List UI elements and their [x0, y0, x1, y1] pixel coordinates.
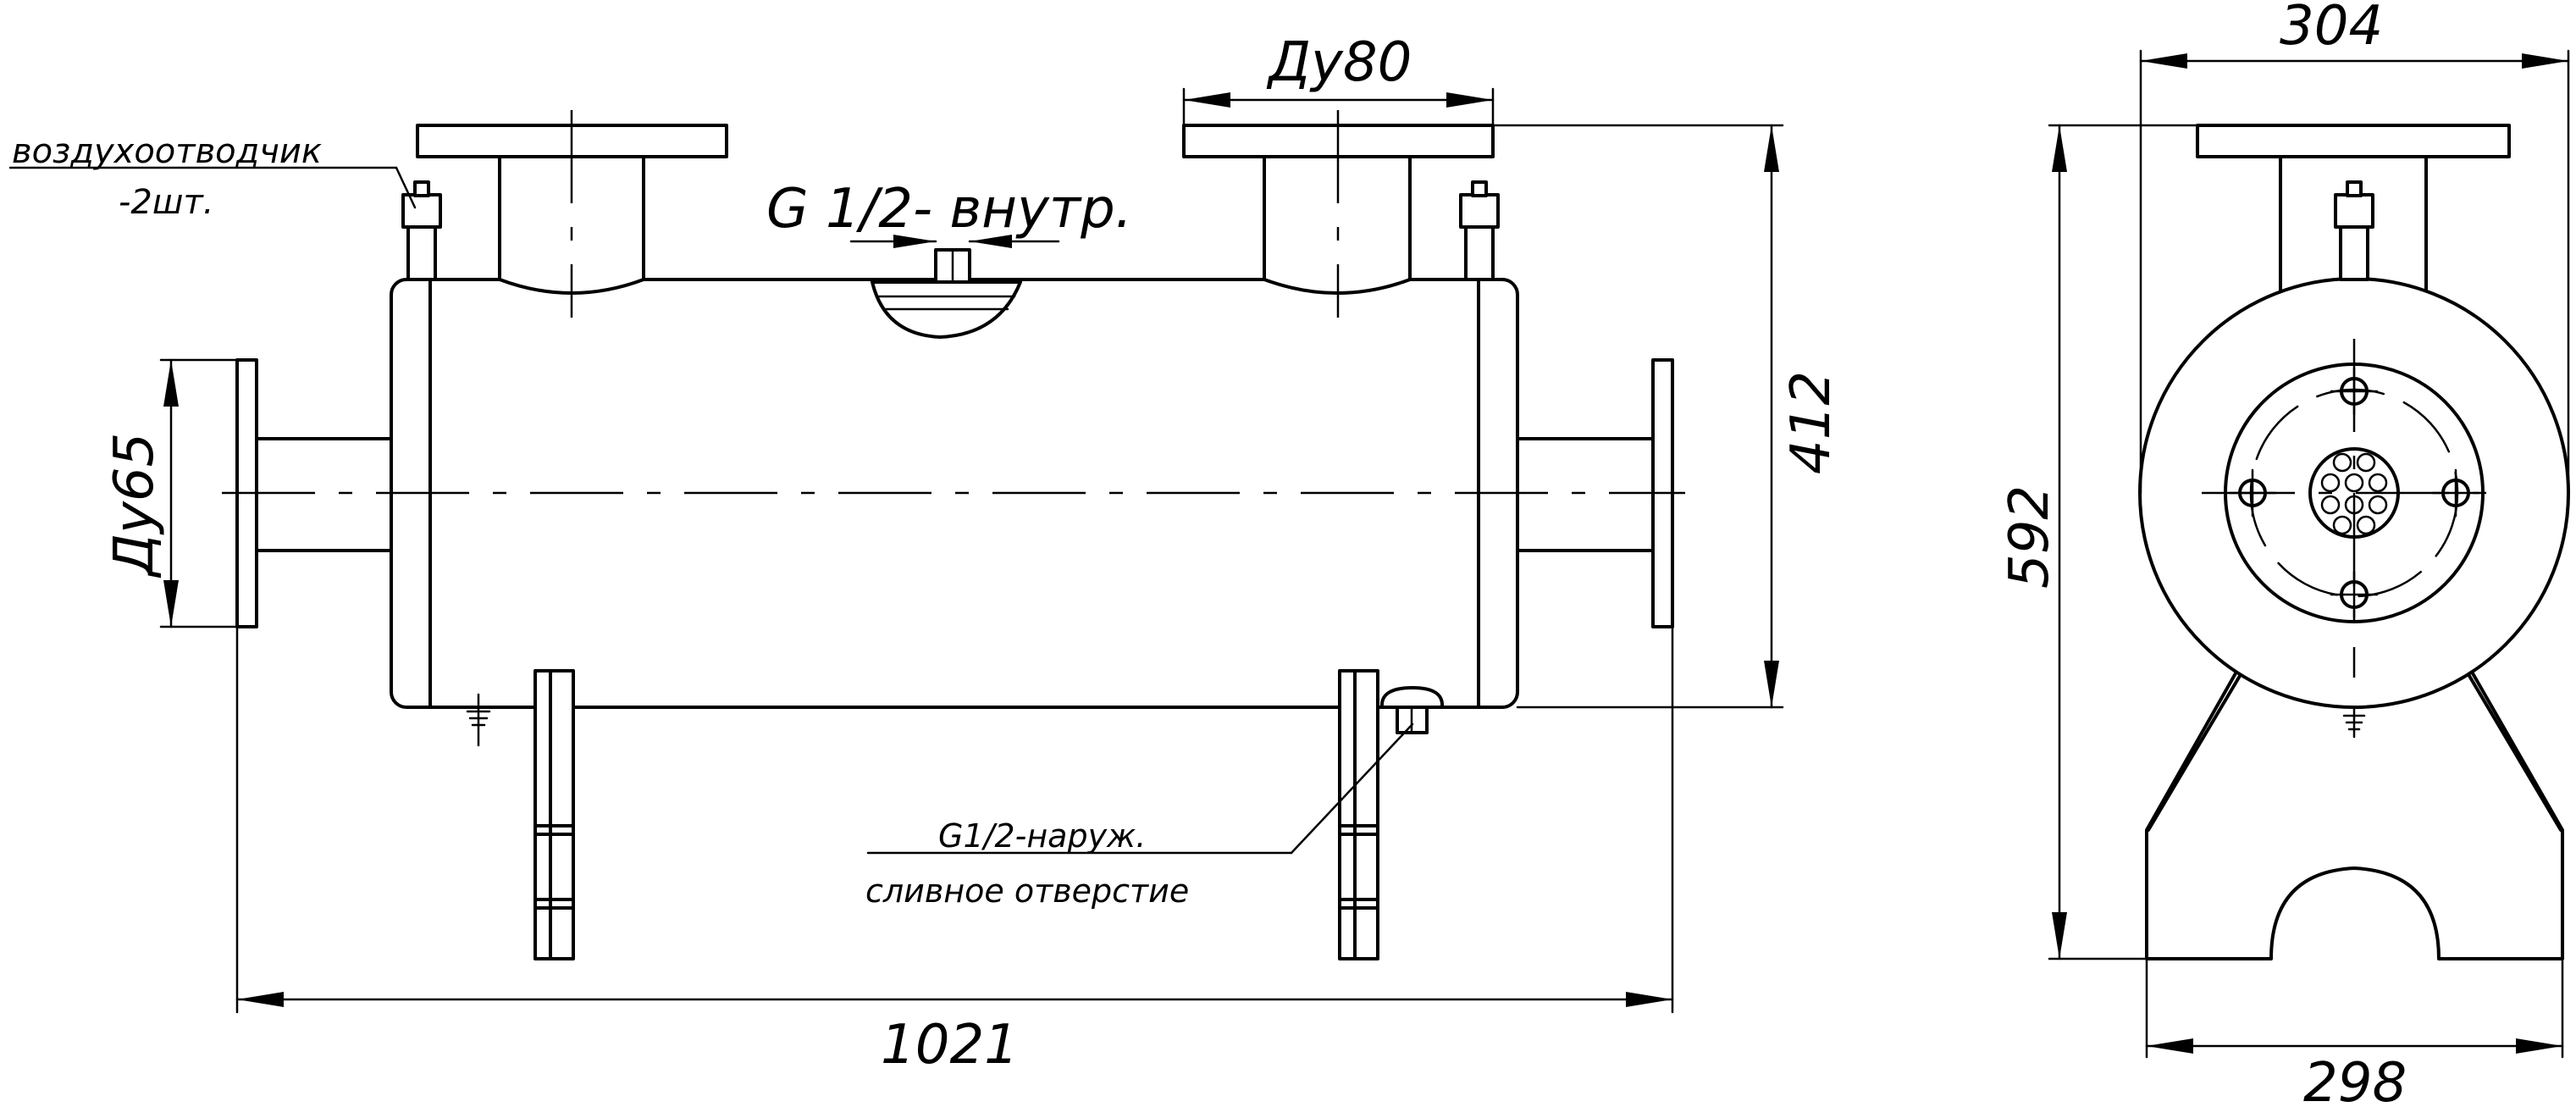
dim-width-bottom-value: 298 — [2303, 1052, 2407, 1107]
dim-flange-side — [159, 358, 239, 628]
front-view — [8, 87, 1784, 1014]
dim-length — [235, 625, 1674, 1014]
air-vent-count: -2шт. — [119, 183, 214, 222]
side-flange — [2196, 124, 2511, 158]
top-port-label: G 1/2- внутр. — [766, 178, 1132, 241]
drain-plug — [1379, 686, 1445, 734]
support-stand — [2145, 672, 2564, 960]
leg-right — [1338, 669, 1379, 960]
dim-width-bottom — [2145, 957, 2564, 1059]
dim-height-front — [1491, 124, 1784, 709]
drain-label-line1: G1/2-наруж. — [938, 817, 1146, 855]
leader-drain — [866, 722, 1414, 855]
leader-air-vent — [8, 166, 417, 209]
leg-left — [533, 669, 575, 960]
dim-height-front-value: 412 — [1780, 371, 1843, 474]
annotations: воздухоотводчик -2шт. G 1/2- внутр. G1/2… — [12, 0, 2407, 1107]
drain-label-line2: сливное отверстие — [865, 872, 1189, 910]
dim-top-port — [849, 235, 1060, 248]
dim-height-side — [2048, 124, 2199, 960]
flange-side-label: Ду65 — [103, 433, 166, 578]
dim-flange-top — [1182, 87, 1495, 127]
side-view — [2048, 49, 2570, 1059]
top-port — [871, 248, 1022, 339]
air-vent-left — [401, 180, 442, 281]
ground-symbol — [466, 693, 491, 747]
air-vent-label: воздухоотводчик — [12, 132, 322, 171]
dim-height-side-value: 592 — [1998, 485, 2061, 589]
flange-top-label: Ду80 — [1266, 31, 1412, 94]
dim-length-value: 1021 — [881, 1014, 1019, 1077]
air-vent-right — [1459, 180, 1500, 281]
dim-width-top-value: 304 — [2280, 0, 2383, 58]
side-air-vent — [2334, 180, 2374, 281]
side-drain-symbol — [2342, 706, 2366, 739]
